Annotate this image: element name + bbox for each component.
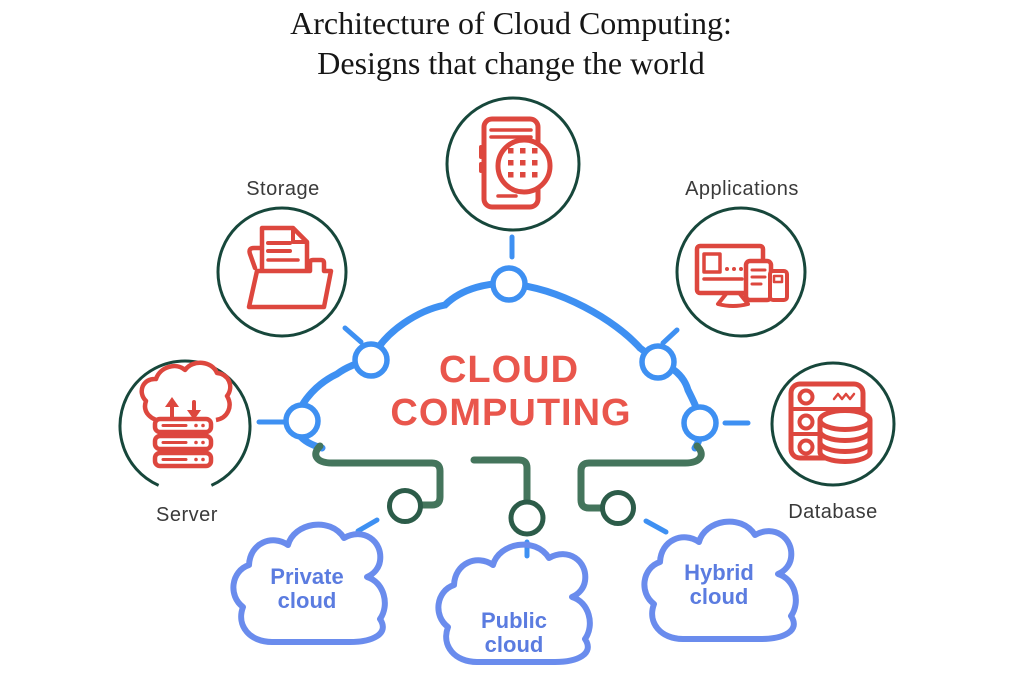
hybrid-cloud-outline [641,518,799,642]
download-arrow [187,410,201,420]
public-cloud: Public cloud [435,541,593,665]
hybrid-cloud-connector-line [643,518,669,535]
mobile-device-apps-icon [479,116,553,210]
green-branch-right [577,442,705,512]
private-cloud: Private cloud [230,521,388,645]
public-cloud-label-line-2: cloud [485,632,544,657]
storage-label: Storage [246,178,320,200]
component-applications: Applications [675,178,807,338]
cloud-node-top [490,265,528,303]
component-mobile [445,96,581,232]
mobile-circle [445,96,581,232]
database-label: Database [788,501,878,523]
deployment-clouds: Private cloud Public cloud Hybrid cloud [230,518,799,665]
public-cloud-outline [435,541,593,665]
private-cloud-label-line-2: cloud [278,588,337,613]
page-title: Architecture of Cloud Computing: Designs… [290,5,732,81]
tablet-shape [743,258,774,303]
server-label: Server [156,504,218,526]
central-cloud-label-line-2: COMPUTING [390,392,631,434]
green-node-right [600,490,636,526]
cloud-node-upper-left [352,341,390,379]
hybrid-cloud: Hybrid cloud [641,518,799,642]
server-circle [118,359,252,487]
storage-circle [216,206,348,338]
private-cloud-label-line-1: Private [270,564,343,589]
component-server: Server [118,359,252,526]
folder-flap [246,257,334,310]
monitor-stand [716,292,750,308]
applications-circle [675,206,807,338]
title-line-2: Designs that change the world [317,45,704,81]
component-database: Database [770,361,896,523]
app-grid-dots [508,148,538,178]
cloud-server-stack-icon [139,360,233,469]
cloud-node-right [681,404,719,442]
green-node-left [387,488,423,524]
title-line-1: Architecture of Cloud Computing: [290,5,732,41]
green-branch-middle [470,456,531,504]
component-storage: Storage [216,178,348,338]
applications-label: Applications [685,178,799,200]
cloud-node-upper-right [639,343,677,381]
applications-connector-line [660,327,680,346]
private-cloud-connector-line [355,517,380,534]
central-cloud: CLOUD COMPUTING [283,265,719,537]
upload-arrow [165,397,179,407]
database-rack-icon [788,381,873,464]
cloud-node-left [283,402,321,440]
central-cloud-label-line-1: CLOUD [439,349,579,391]
vent-marks [832,392,856,401]
hybrid-cloud-label-line-1: Hybrid [684,560,754,585]
folder-documents-icon [246,225,334,310]
green-node-middle [508,499,546,537]
storage-connector-line [342,325,364,345]
private-cloud-outline [230,521,388,645]
green-branch-left [312,442,444,509]
desktop-devices-icon [694,243,789,308]
database-circle [770,361,896,487]
hybrid-cloud-label-line-2: cloud [690,584,749,609]
public-cloud-label-line-1: Public [481,608,547,633]
